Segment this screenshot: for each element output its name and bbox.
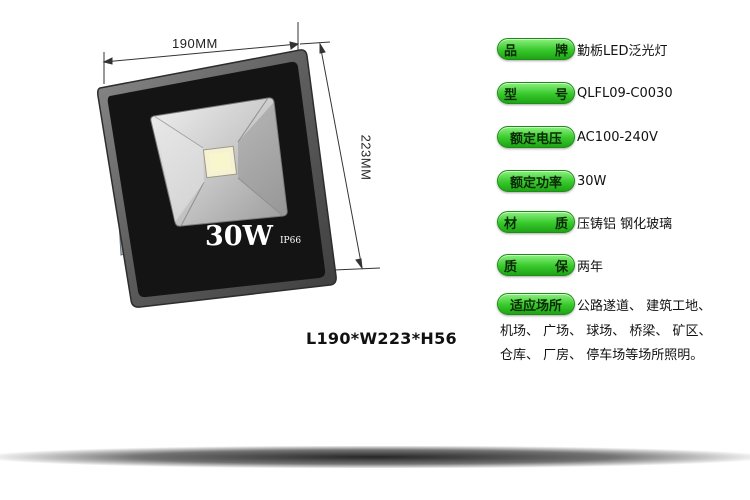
spec-row-material: 材 质 压铸铝 钢化玻璃 (497, 210, 672, 234)
ip-rating-marking: IP66 (280, 236, 301, 246)
height-dimension-line (299, 41, 381, 271)
spec-value: 30W (577, 173, 607, 189)
spec-label-pill: 额定电压 (497, 126, 575, 148)
applications-line-2: 机场、 广场、 球场、 桥梁、 矿区、 (500, 324, 712, 339)
spec-label-pill: 适应场所 (497, 293, 575, 315)
height-dimension-label: 223MM (358, 134, 374, 181)
spec-label-pill: 材 质 (497, 211, 575, 233)
spec-value: 压铸铝 钢化玻璃 (577, 216, 673, 232)
spec-row-voltage: 额定电压 AC100-240V (497, 125, 658, 149)
spec-row-applications: 适应场所 公路遂道、 建筑工地、 (497, 292, 711, 316)
floodlight-illustration: 30W IP66 (97, 22, 381, 308)
spec-label-pill: 质 保 (497, 254, 575, 276)
spec-label-pill: 型 号 (497, 82, 575, 104)
spec-value: 两年 (577, 259, 604, 275)
width-dimension-line (102, 22, 300, 84)
spec-label-pill: 额定功率 (497, 170, 575, 192)
spec-label-pill: 品 牌 (497, 38, 575, 60)
spec-row-model: 型 号 QLFL09-C0030 (497, 81, 673, 105)
width-dimension-label: 190MM (172, 36, 218, 51)
spec-value: 公路遂道、 建筑工地、 (577, 298, 712, 314)
applications-line-3: 仓库、 厂房、 停车场等场所照明。 (500, 348, 704, 363)
spec-value: QLFL09-C0030 (577, 85, 673, 101)
wattage-marking: 30W (205, 221, 274, 252)
overall-dimensions: L190*W223*H56 (306, 329, 457, 348)
bottom-shadow-divider (0, 446, 750, 468)
spec-value: 勤栃LED泛光灯 (577, 43, 668, 59)
spec-row-brand: 品 牌 勤栃LED泛光灯 (497, 37, 667, 61)
spec-row-warranty: 质 保 两年 (497, 253, 603, 277)
spec-row-power: 额定功率 30W (497, 169, 606, 193)
spec-value: AC100-240V (577, 129, 658, 145)
